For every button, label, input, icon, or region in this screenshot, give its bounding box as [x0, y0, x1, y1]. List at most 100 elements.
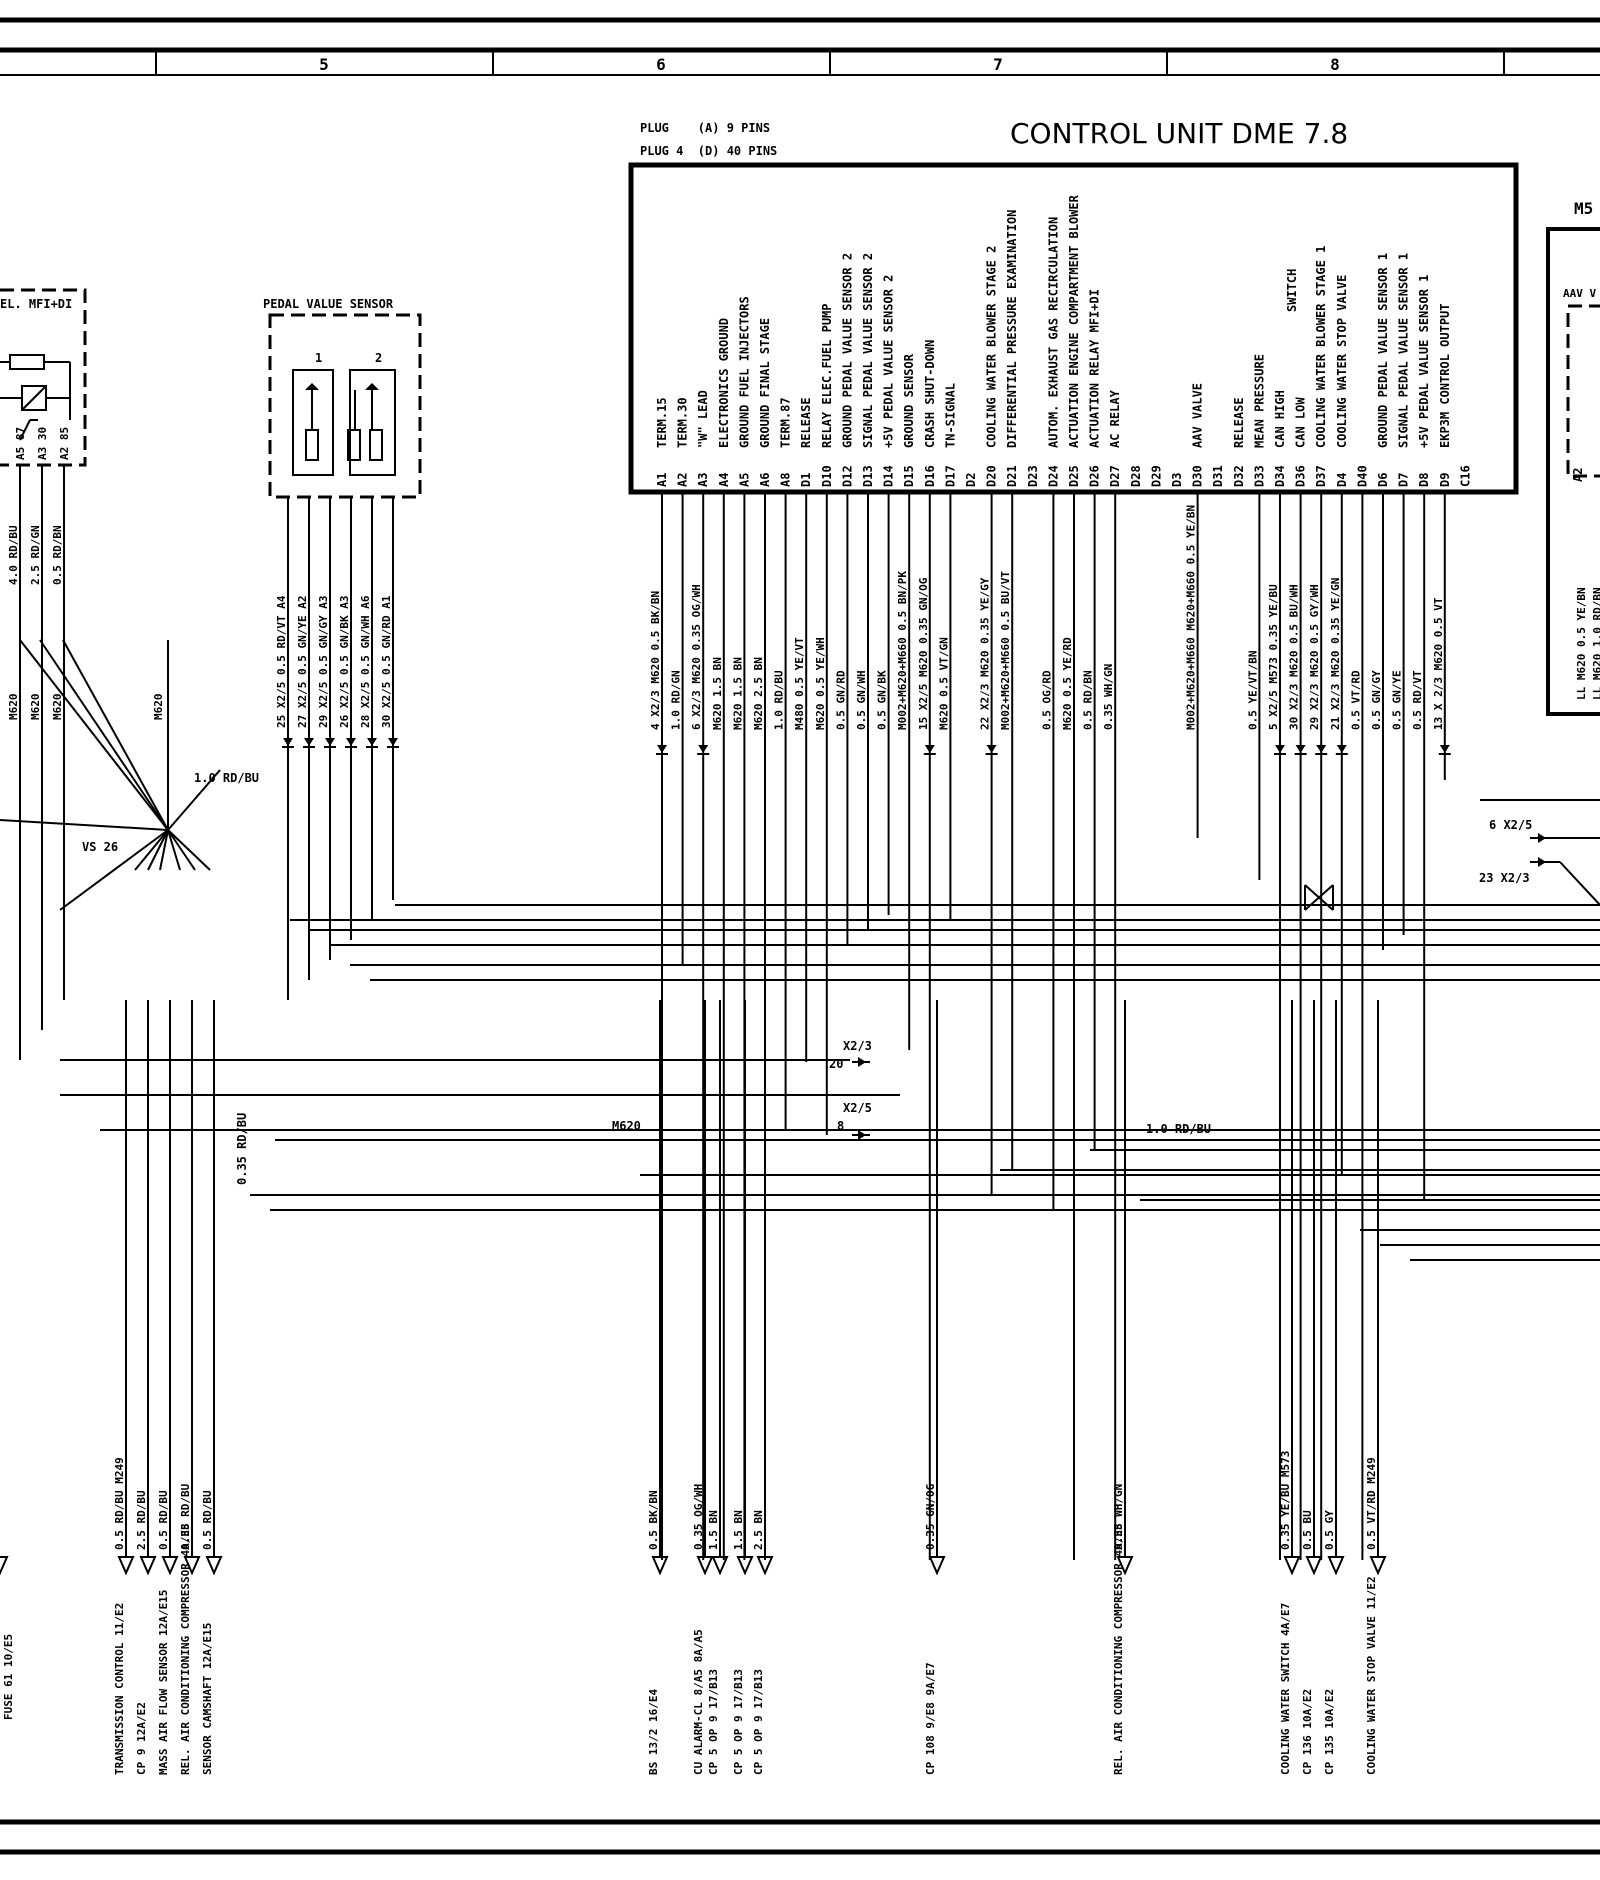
- connector-arrow: [1295, 745, 1306, 753]
- wire-label: M002+M620+M660 M620+M660 0.5 YE/BN: [1185, 505, 1198, 730]
- pin-number: D20: [985, 465, 999, 487]
- wire-label: 1.0 RD/BU: [773, 670, 786, 730]
- mid-terminal-wire-label: 0.5 BK/BN: [647, 1490, 660, 1550]
- zone-7: 7: [993, 55, 1003, 74]
- left-terminal-terminal: [139, 1556, 157, 1576]
- pin-function: GROUND SENSOR: [902, 353, 916, 448]
- pin-function: RELEASE: [799, 397, 813, 448]
- connector-x25-x23-right: [1530, 833, 1600, 906]
- pin-number: D34: [1273, 465, 1287, 487]
- pin-number: D4: [1335, 473, 1349, 487]
- connector-x25: X2/5: [843, 1101, 872, 1115]
- pin-function: GROUND FINAL STAGE: [758, 318, 772, 448]
- wire-label: M480 0.5 YE/VT: [793, 637, 806, 730]
- right-wire-label: LL M620 1.0 RD/BN: [1591, 587, 1600, 700]
- pin-function: TERM.15: [655, 397, 669, 448]
- left-terminal-target-label: REL. AIR CONDITIONING COMPRESSOR 4A/E8: [179, 1523, 192, 1775]
- connector-arrow: [1336, 745, 1347, 753]
- relay-wire-m620: M620: [51, 694, 64, 721]
- mid-terminal-wire-label: 1.5 BN: [707, 1510, 720, 1550]
- pin-function: RELEASE: [1232, 397, 1246, 448]
- wire-label: 4 X2/3 M620 0.5 BK/BN: [649, 591, 662, 730]
- pin-number: D15: [902, 465, 916, 487]
- left-terminal-wire-label: 0.5 RD/BU: [201, 1490, 214, 1550]
- wire-label: 0.5 GN/YE: [1391, 670, 1404, 730]
- wire-label: 13 X 2/3 M620 0.5 VT: [1432, 597, 1445, 730]
- pin-function: COOLING WATER STOP VALVE: [1335, 275, 1349, 448]
- connector-arrow: [698, 745, 709, 753]
- left-terminal-target-label: CP 9 12A/E2: [135, 1702, 148, 1775]
- left-terminal-wire-label: 0.35 RD/BU: [179, 1483, 192, 1550]
- pin-number: D17: [943, 465, 957, 487]
- pin-number: C16: [1458, 465, 1472, 487]
- right-terminal-wire-label: 0.5 GY: [1323, 1510, 1336, 1550]
- pin-function: TERM.30: [676, 397, 690, 448]
- wire-label: 1.0 RD/GN: [670, 670, 683, 730]
- pin-number: D6: [1376, 473, 1390, 487]
- pin-number: D36: [1294, 465, 1308, 487]
- wire-label: 30 X2/3 M620 0.5 BU/WH: [1288, 584, 1301, 730]
- wire-label: 22 X2/3 M620 0.35 YE/GY: [979, 577, 992, 730]
- pin-number: D13: [861, 465, 875, 487]
- relay-box-label: EL. MFI+DI: [0, 297, 72, 311]
- can-twist-symbol: [1304, 884, 1334, 911]
- relay-pin: A2 85: [58, 427, 71, 460]
- sheet-frame: [0, 17, 1600, 1855]
- wire-label: 21 X2/3 M620 0.35 YE/GN: [1329, 578, 1342, 730]
- relay-wire-m620: M620: [7, 694, 20, 721]
- pin-number: D31: [1211, 465, 1225, 487]
- pin-function: ELECTRONICS GROUND: [717, 318, 731, 448]
- connector-arrow: [657, 745, 667, 753]
- pin-function: GROUND PEDAL VALUE SENSOR 1: [1376, 253, 1390, 448]
- pin-number: A5: [737, 473, 751, 487]
- splice-vs26: [0, 639, 221, 911]
- connector-pin-20: 20: [829, 1057, 843, 1071]
- pin-number: D23: [1026, 465, 1040, 487]
- left-terminal-target-label: MASS AIR FLOW SENSOR 12A/E15: [157, 1590, 170, 1775]
- mid-terminal-target-label: CP 5 OP 9 17/B13: [707, 1669, 720, 1775]
- pin-function: AAV VALVE: [1191, 383, 1205, 448]
- pin-number: D29: [1149, 465, 1163, 487]
- pin-number: A8: [779, 473, 793, 487]
- pin-number: D10: [820, 465, 834, 487]
- right-terminal-target-label: COOLING WATER SWITCH 4A/E7: [1279, 1603, 1292, 1775]
- pin-number: A1: [655, 473, 669, 487]
- pin-number: D33: [1252, 465, 1266, 487]
- pin-number: A4: [717, 473, 731, 487]
- right-terminal-target-label: CP 135 10A/E2: [1323, 1689, 1336, 1775]
- right-terminal-terminal: [1369, 1556, 1387, 1576]
- mid-terminal-target-label: REL. AIR CONDITIONING COMPRESSOR 4A/E8: [1112, 1523, 1125, 1775]
- right-terminal-wire-label: 0.5 VT/RD M249: [1365, 1457, 1378, 1550]
- wire-label: M620 1.5 BN: [731, 657, 744, 730]
- mid-terminal-target-label: BS 13/2 16/E4: [647, 1689, 660, 1775]
- pin-function: TN-SIGNAL: [943, 383, 957, 448]
- pin-function: CAN HIGH: [1273, 390, 1287, 448]
- pin-number: D16: [923, 465, 937, 487]
- wire-label: M620 0.5 YE/WH: [814, 637, 827, 730]
- connector-arrow: [924, 745, 935, 753]
- pin-function: ACTUATION RELAY MFI+DI: [1088, 289, 1102, 448]
- wire-label: 0.5 RD/BN: [1082, 670, 1095, 730]
- right-component: [1546, 227, 1600, 716]
- splice-label: VS 26: [82, 840, 118, 854]
- pin-number: D9: [1438, 473, 1452, 487]
- pin-function: COOLING WATER BLOWER STAGE 2: [985, 246, 999, 448]
- right-terminal-terminal: [1327, 1556, 1345, 1576]
- relay-pin: A5 87: [14, 427, 27, 460]
- relay-wire-label: 4.0 RD/BU: [7, 525, 20, 585]
- pedal-wire-label: 29 X2/5 0.5 GN/GY A3: [317, 596, 330, 728]
- wire-label: 0.5 RD/VT: [1411, 670, 1424, 730]
- mid-terminal-terminal: [1116, 1556, 1134, 1576]
- mid-terminal-wire-label: 1.5 BN: [732, 1510, 745, 1550]
- wire-label: 0.5 GN/RD: [834, 670, 847, 730]
- right-terminal-target-label: COOLING WATER STOP VALVE 11/E2: [1365, 1576, 1378, 1775]
- pin-number: D3: [1170, 473, 1184, 487]
- wire-rdbu-right: 1.0 RD/BU: [1146, 1122, 1211, 1136]
- pin-function: SIGNAL PEDAL VALUE SENSOR 1: [1397, 253, 1411, 448]
- wire-label: 0.5 GN/WH: [855, 670, 868, 730]
- sensor-element-2: 2: [375, 351, 382, 365]
